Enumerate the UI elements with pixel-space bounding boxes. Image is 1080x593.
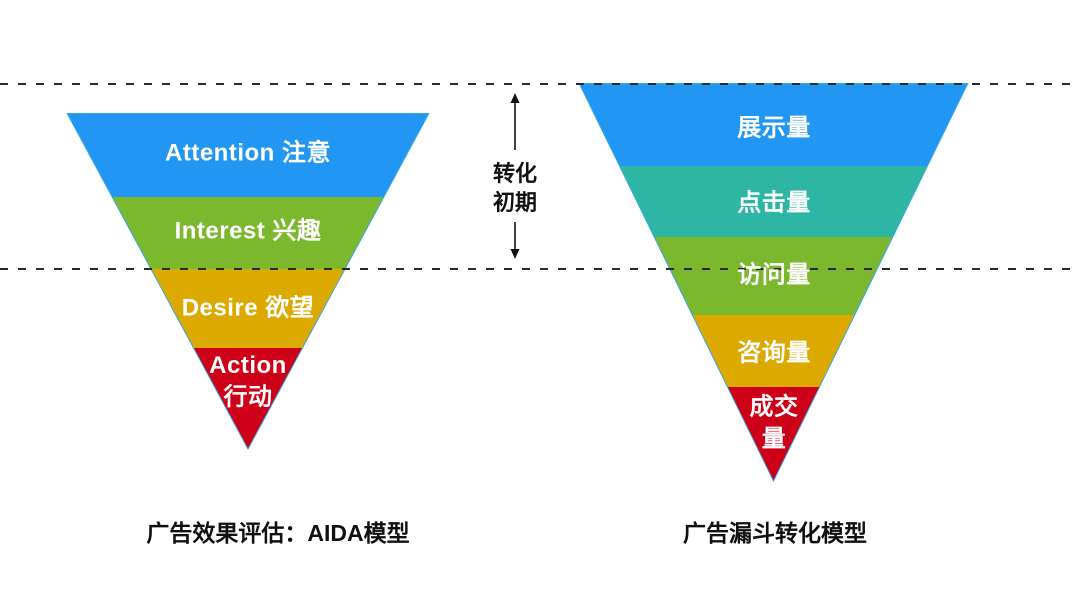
ad-label-deals-line2: 量 [761, 425, 787, 453]
arrow-up-head [510, 93, 520, 103]
ad-layer-deals [728, 387, 819, 480]
aida-label-interest: Interest 兴趣 [174, 217, 322, 245]
ad-funnel [578, 83, 969, 483]
ad-layer-visits [654, 237, 893, 315]
dashed-line-top [0, 83, 1080, 85]
ad-label-impressions: 展示量 [737, 114, 811, 142]
aida-funnel [66, 113, 430, 451]
annotation-line2: 初期 [492, 190, 538, 215]
ad-label-visits: 访问量 [737, 261, 811, 289]
aida-label-desire: Desire 欲望 [181, 294, 315, 322]
ad-label-clicks: 点击量 [737, 189, 811, 217]
dashed-line-bottom [0, 268, 1080, 270]
ad-layer-inquiries [692, 315, 855, 387]
aida-label-attention: Attention 注意 [165, 139, 331, 167]
conversion-phase-arrow [510, 93, 520, 259]
aida-layer-action [194, 348, 302, 448]
annotation-line1: 转化 [492, 161, 538, 186]
aida-funnel-caption: 广告效果评估：AIDA模型 [146, 520, 410, 546]
ad-layer-impressions [580, 84, 967, 166]
aida-layer-desire [151, 269, 345, 348]
ad-layer-clicks [620, 166, 927, 237]
aida-layer-interest [112, 197, 384, 269]
ad-label-deals-line1: 成交 [749, 393, 799, 421]
aida-label-action-line2: 行动 [223, 383, 273, 411]
ad-label-inquiries: 咨询量 [737, 339, 811, 367]
arrow-down-head [510, 249, 520, 259]
aida-label-action-line1: Action [209, 352, 287, 379]
aida-layer-attention [68, 114, 428, 197]
ad-funnel-caption: 广告漏斗转化模型 [683, 520, 867, 546]
